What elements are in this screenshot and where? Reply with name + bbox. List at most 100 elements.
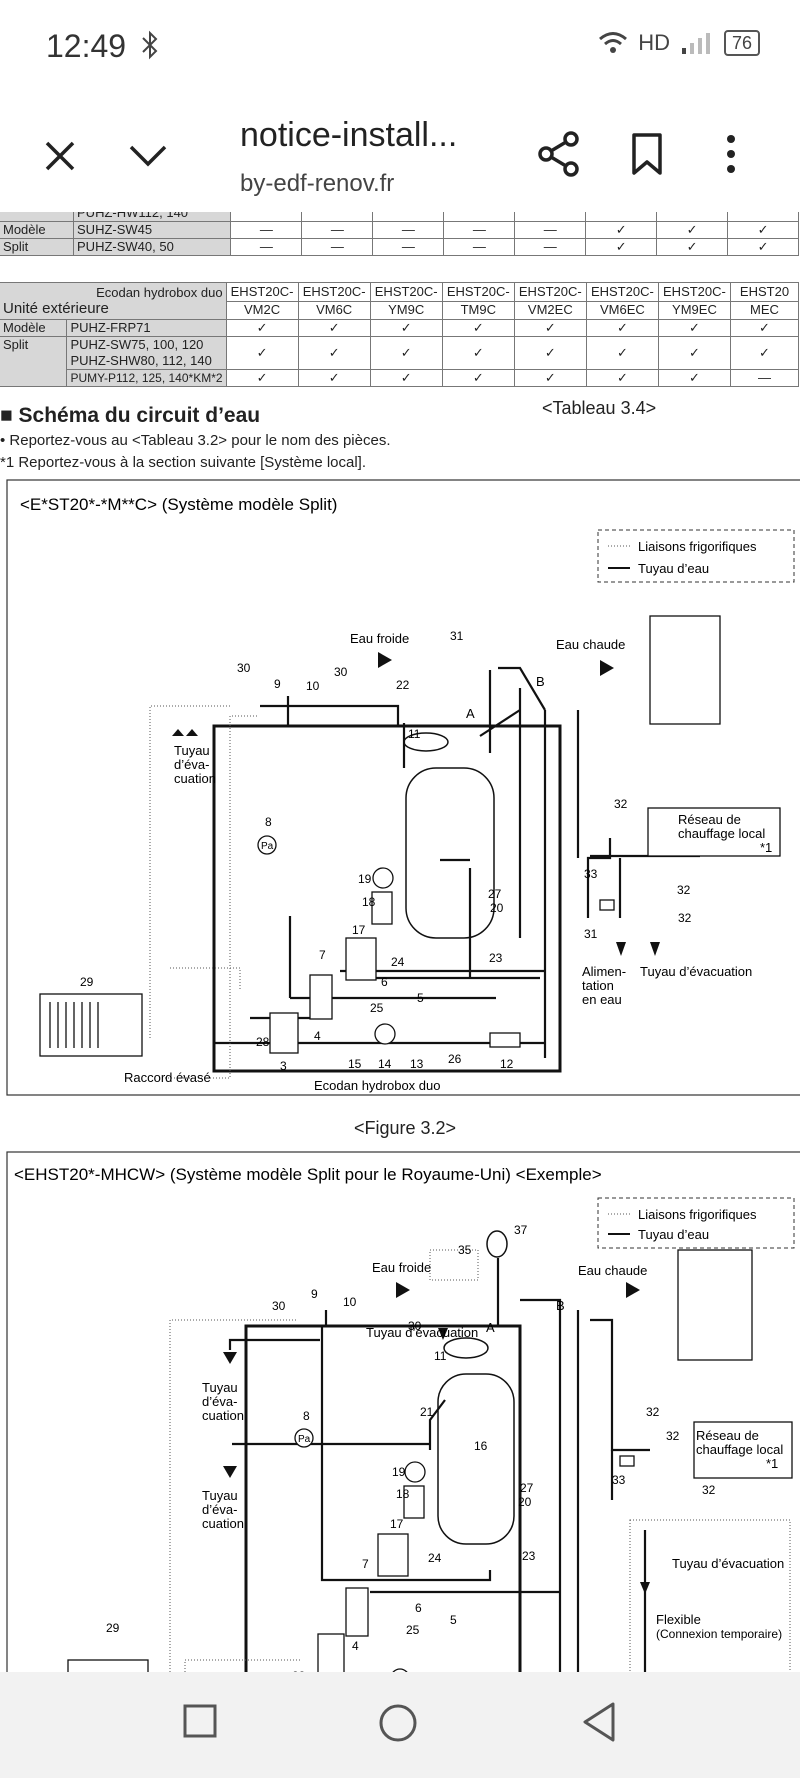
compat-table-2: Ecodan hydrobox duo Unité extérieure EHS…: [0, 282, 800, 387]
recent-apps-button[interactable]: [182, 1703, 218, 1739]
figure-frame: [6, 1151, 800, 1672]
table-caption: <Tableau 3.4>: [542, 398, 657, 418]
diagram-label: Pa: [261, 841, 274, 852]
legend-item: Tuyau d’eau: [638, 1227, 709, 1242]
share-icon[interactable]: [537, 130, 581, 178]
table-row-model: PUMY-P112, 125, 140*KM*2: [66, 369, 227, 387]
close-icon[interactable]: [44, 140, 76, 172]
table-cell: Modèle: [0, 319, 68, 337]
note-line: *1 Reportez-vous à la section suivante […: [0, 454, 367, 471]
part-number-label: 28: [256, 1035, 270, 1049]
figure-legend: Liaisons frigorifiques Tuyau d’eau: [597, 529, 795, 583]
table-cell: Split: [0, 238, 75, 256]
chevron-down-icon[interactable]: [128, 142, 168, 168]
part-number-label: 30: [237, 661, 251, 675]
diagram-label: Tuyau: [202, 1488, 238, 1503]
corner-top: Ecodan hydrobox duo: [96, 285, 223, 300]
diagram-label: Tuyau d’évacuation: [366, 1325, 478, 1340]
table-cell: ✓: [585, 221, 658, 239]
part-number-label: 9: [311, 1287, 318, 1301]
table-cell: ✓: [727, 221, 799, 239]
page-title[interactable]: notice-install...: [240, 116, 458, 154]
table-header: EHST20: [729, 282, 800, 302]
arrows: [172, 652, 660, 956]
table-cell: [0, 212, 75, 222]
table-header: EHST20C-: [369, 282, 443, 302]
table-header: EHST20C-: [225, 282, 299, 302]
signal-icon: [681, 33, 710, 54]
part-number-label: 7: [362, 1557, 369, 1571]
box-label: Ecodan hydrobox duo: [314, 1078, 440, 1093]
diagram-label: d’éva-: [174, 757, 209, 772]
part-number-label: 13: [410, 1057, 424, 1071]
table-row-model: PUHZ-FRP71: [66, 319, 227, 337]
part-number-label: 32: [678, 911, 692, 925]
page-url[interactable]: by-edf-renov.fr: [240, 170, 395, 197]
diagram-label: Tuyau: [174, 743, 210, 758]
part-number-label: 10: [306, 679, 320, 693]
diagram-label: Flexible: [656, 1612, 701, 1627]
part-number-label: 25: [370, 1001, 384, 1015]
table-row-model: PUHZ-SW75, 100, 120 PUHZ-SHW80, 112, 140: [66, 336, 227, 370]
part-number-label: 37: [514, 1223, 528, 1237]
bookmark-icon[interactable]: [630, 132, 664, 176]
table-cell: ✓: [513, 369, 587, 387]
table-cell: —: [230, 238, 303, 256]
more-menu-icon[interactable]: [724, 134, 738, 174]
diagram-label: Tuyau d’évacuation: [640, 964, 752, 979]
home-button[interactable]: [378, 1703, 418, 1743]
part-number-label: 16: [474, 1439, 488, 1453]
part-number-label: 35: [458, 1243, 472, 1257]
diagram-label: Eau chaude: [556, 637, 625, 652]
part-number-label: 14: [378, 1057, 392, 1071]
bluetooth-icon: [142, 30, 158, 60]
table-cell: ✓: [585, 369, 659, 387]
table-header: YM9EC: [657, 300, 731, 320]
system-navigation-bar: [0, 1672, 800, 1778]
part-numbers: 30 9 10 30 22 31 8 11 19 27 20 18 17 23 …: [80, 629, 692, 1073]
table-header: VM6C: [297, 300, 371, 320]
diagram-label: Eau froide: [350, 631, 409, 646]
diagram-label: A: [486, 1320, 495, 1335]
table-cell: [443, 212, 516, 222]
diagram-label: chauffage local: [678, 826, 765, 841]
part-number-label: 28: [292, 1669, 306, 1672]
part-number-label: 29: [106, 1621, 120, 1635]
figure-heading: <E*ST20*-*M**C> (Système modèle Split): [20, 495, 337, 514]
document-viewer[interactable]: PUHZ-HW112, 140 Modèle SUHZ-SW45 — — — —…: [0, 212, 800, 1672]
table-cell: ✓: [369, 369, 443, 387]
table-cell: ✓: [657, 336, 731, 370]
table-cell: ✓: [225, 369, 299, 387]
table-cell: ✓: [441, 336, 515, 370]
part-number-label: 32: [677, 883, 691, 897]
diagram-label: Alimen-: [582, 964, 626, 979]
diagram-text-labels: Eau froide Eau chaude Tuyau d’éva- cuati…: [124, 631, 772, 1085]
part-number-label: 26: [448, 1052, 462, 1066]
table-cell: [727, 212, 799, 222]
table-header: EHST20C-: [657, 282, 731, 302]
part-number-label: 19: [392, 1465, 406, 1479]
table-cell: ✓: [225, 319, 299, 337]
figure-frame: [6, 479, 800, 1096]
diagram-text-labels: Eau froide Eau chaude Tuyau d’évacuation…: [202, 1260, 784, 1641]
table-cell: ✓: [513, 336, 587, 370]
table-cell: ✓: [297, 336, 371, 370]
table-cell: ✓: [585, 238, 658, 256]
diagram-label: Réseau de: [678, 812, 741, 827]
diagram-label: *1: [760, 840, 772, 855]
table-cell: —: [514, 221, 587, 239]
note-line: • Reportez-vous au <Tableau 3.2> pour le…: [0, 432, 391, 449]
diagram-label: Tuyau: [202, 1380, 238, 1395]
part-number-label: 4: [314, 1029, 321, 1043]
part-number-label: 9: [274, 677, 281, 691]
browser-toolbar: [0, 100, 800, 210]
table-cell: Modèle: [0, 221, 75, 239]
diagram-label: cuation: [202, 1516, 244, 1531]
compat-table-1: PUHZ-HW112, 140 Modèle SUHZ-SW45 — — — —…: [0, 212, 799, 256]
figure-legend: Liaisons frigorifiques Tuyau d’eau: [597, 1197, 795, 1249]
part-number-label: 17: [390, 1517, 404, 1531]
status-icons: HD 76: [598, 30, 760, 56]
table-cell: ✓: [441, 319, 515, 337]
back-button[interactable]: [579, 1700, 619, 1744]
table-header: TM9C: [441, 300, 515, 320]
